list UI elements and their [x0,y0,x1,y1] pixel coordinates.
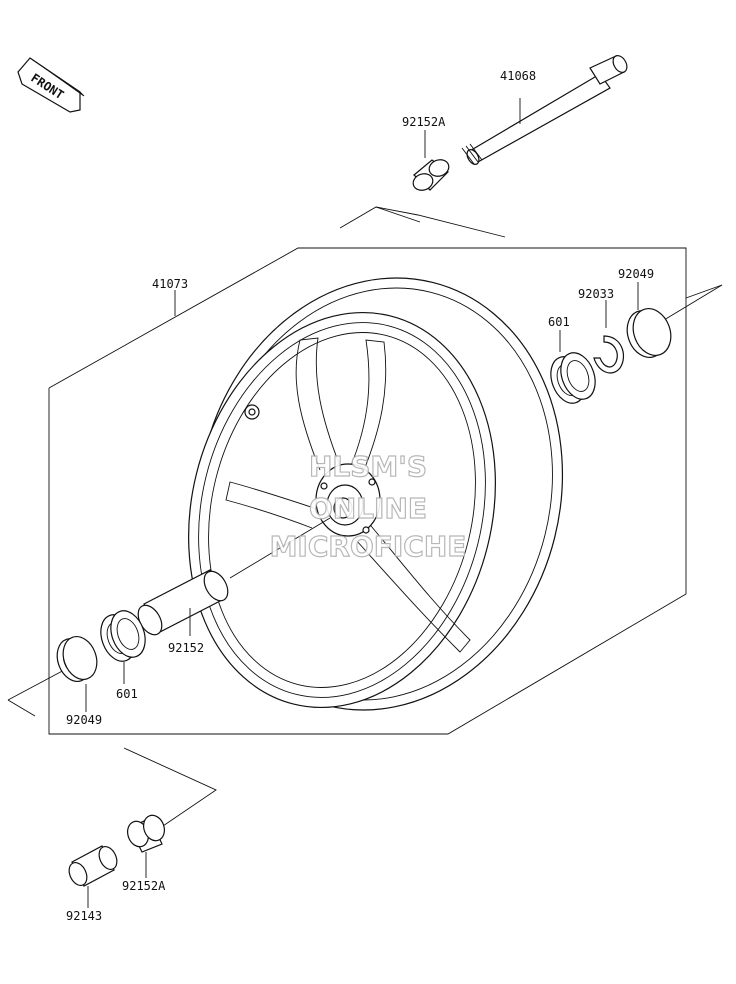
collar-92143 [68,845,118,908]
wheel-rim-41073 [174,277,564,711]
bearing-left-601 [100,610,146,684]
collar-lower-92152a [127,814,165,878]
label-collar-lower: 92152A [122,879,166,893]
label-bearing-left: 601 [116,687,138,701]
label-seal-left: 92049 [66,713,102,727]
label-collar-upper: 92152A [402,115,446,129]
assembly-outline [7,206,723,829]
spacer-92152 [137,569,229,636]
bearing-right-601 [550,330,596,404]
label-bolt: 92143 [66,909,102,923]
watermark-line-2: ONLINE [309,492,427,525]
watermark-line-3: MICROFICHE [270,530,467,563]
front-direction-arrow: FRONT [17,57,85,113]
label-spacer: 92152 [168,641,204,655]
seal-right-92049 [626,282,672,358]
watermark: HLSM'S ONLINE MICROFICHE [269,449,467,563]
watermark-line-1: HLSM'S [309,450,427,483]
label-circlip: 92033 [578,287,614,301]
label-wheel: 41073 [152,277,188,291]
collar-upper-92152a [412,130,450,191]
label-bearing-right: 601 [548,315,570,329]
label-axle: 41068 [500,69,536,83]
axle-41068 [461,55,628,165]
seal-left-92049 [56,636,98,712]
label-seal-right: 92049 [618,267,654,281]
circlip-right-92033 [593,300,625,374]
